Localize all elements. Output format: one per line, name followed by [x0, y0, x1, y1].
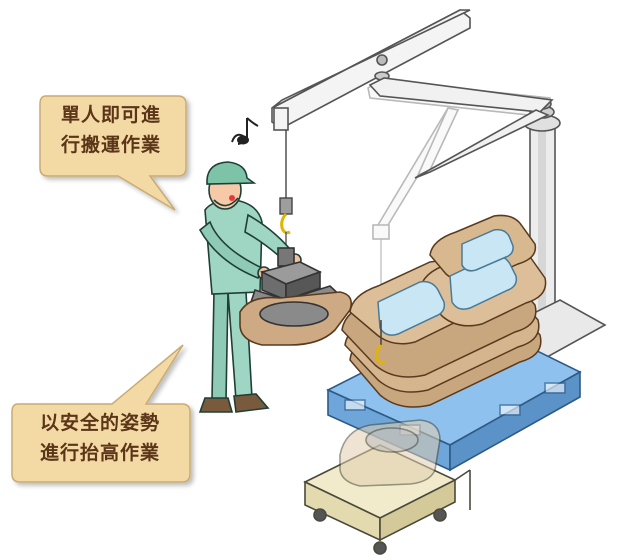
bag-stack — [341, 214, 547, 408]
callout-top-text: 單人即可進 行搬運作業 — [36, 100, 186, 160]
callout-bottom-line2: 進行抬高作業 — [39, 442, 160, 464]
hoist — [279, 130, 293, 248]
callout-top-line2: 行搬運作業 — [60, 134, 161, 156]
callout-top-line1: 單人即可進 — [60, 104, 161, 126]
callout-bottom-text: 以安全的姿勢 進行抬高作業 — [12, 408, 188, 468]
crane-boom — [271, 9, 471, 131]
crane-arm — [368, 77, 554, 179]
callout-top — [39, 95, 187, 211]
music-note-icon — [231, 117, 259, 145]
worker — [198, 161, 302, 413]
callout-bottom — [11, 344, 191, 483]
callout-bottom-line1: 以安全的姿勢 — [39, 412, 160, 434]
vacuum-lifter — [239, 247, 353, 346]
scale-cart — [303, 419, 471, 555]
